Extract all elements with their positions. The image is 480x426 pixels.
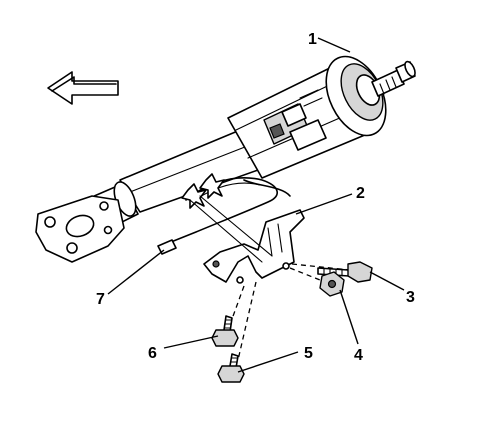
wire-harness — [157, 173, 291, 255]
callout-1: 1 — [308, 31, 317, 48]
callout-4: 4 — [354, 347, 363, 364]
callout-6: 6 — [148, 345, 157, 362]
leader-lines — [107, 37, 405, 373]
callout-2: 2 — [356, 185, 365, 202]
nut-4 — [319, 271, 345, 297]
steering-column — [35, 55, 416, 263]
support-bracket — [189, 195, 305, 284]
screw-6 — [211, 315, 239, 347]
callout-7: 7 — [96, 291, 105, 308]
callout-5: 5 — [304, 345, 313, 362]
callout-3: 3 — [406, 289, 415, 306]
arrow-left-icon — [47, 71, 119, 105]
screw-5 — [217, 353, 245, 383]
